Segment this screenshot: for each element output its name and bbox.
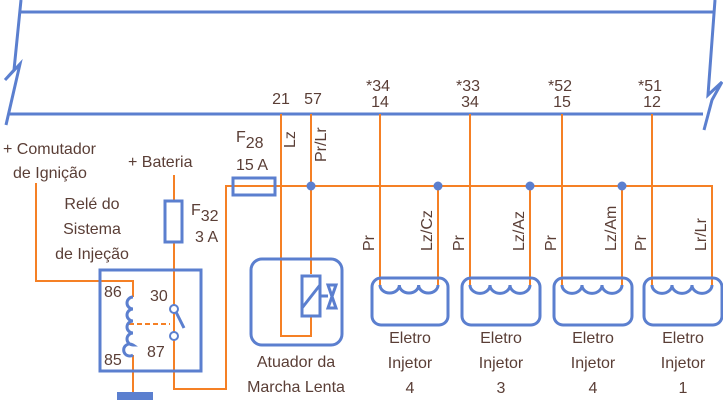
relay-pin-87: 87 bbox=[147, 344, 165, 361]
coil-icon bbox=[560, 284, 624, 295]
wire-color-label: Pr bbox=[451, 234, 468, 251]
relay-pin-30: 30 bbox=[150, 288, 168, 305]
ground-icon bbox=[117, 392, 153, 400]
relay bbox=[98, 268, 203, 373]
fuse-f32-rating: 3 A bbox=[195, 229, 218, 246]
battery-label: + Bateria bbox=[128, 154, 193, 171]
pin-alt-label: *34 bbox=[366, 78, 390, 95]
ecu-block bbox=[3, 0, 723, 131]
relay-label: de Injeção bbox=[55, 246, 129, 263]
injector-number: 4 bbox=[406, 380, 415, 397]
wire-color-label: Pr bbox=[543, 234, 560, 251]
coil-icon bbox=[468, 284, 532, 295]
relay-label: Relé do bbox=[64, 196, 119, 213]
wire-color-label: Lr/Lr bbox=[693, 217, 710, 251]
injector-body bbox=[642, 276, 723, 327]
ignition-label: + Comutador bbox=[3, 141, 97, 158]
relay-pin-85: 85 bbox=[104, 352, 122, 369]
wire-color-label: Lz/Az bbox=[511, 211, 528, 251]
injector-label: Eletro bbox=[572, 330, 614, 347]
fuse-f32 bbox=[163, 199, 184, 244]
coil-icon bbox=[650, 284, 714, 295]
relay-contact-87 bbox=[169, 331, 179, 341]
injector-body bbox=[552, 276, 634, 327]
junction-dot bbox=[433, 181, 443, 191]
relay-contact-30 bbox=[169, 304, 179, 314]
injector-number: 4 bbox=[589, 380, 598, 397]
junction-dot bbox=[306, 181, 316, 191]
fuse-f32-name: F32 bbox=[191, 202, 219, 225]
injector-body bbox=[370, 276, 450, 327]
coil-icon bbox=[378, 284, 440, 295]
pin-label: 15 bbox=[553, 94, 571, 111]
relay-pin-86: 86 bbox=[104, 284, 122, 301]
idle-actuator bbox=[249, 257, 344, 347]
pin-alt-label: *52 bbox=[548, 78, 572, 95]
pin-label: 14 bbox=[371, 94, 389, 111]
fuse-f28-name: F28 bbox=[236, 129, 264, 152]
injector-label: Eletro bbox=[389, 330, 431, 347]
injector-label: Injetor bbox=[571, 355, 616, 372]
pin-label: 57 bbox=[304, 91, 322, 108]
ignition-label: de Ignição bbox=[13, 165, 87, 182]
wire-color-label: Lz bbox=[282, 131, 299, 148]
pin-label: 12 bbox=[643, 94, 661, 111]
wire-color-label: Lz/Am bbox=[603, 206, 620, 251]
wires bbox=[35, 114, 713, 393]
relay-label: Sistema bbox=[63, 221, 121, 238]
pin-label: 34 bbox=[461, 94, 479, 111]
actuator-label: Marcha Lenta bbox=[247, 379, 345, 396]
wire-color-label: Lz/Cz bbox=[419, 210, 436, 251]
fuse-f28-rating: 15 A bbox=[236, 157, 268, 174]
wire-color-label: Pr/Lr bbox=[313, 127, 330, 162]
pin-alt-label: *51 bbox=[638, 78, 662, 95]
actuator-label: Atuador da bbox=[257, 354, 335, 371]
pin-label: 21 bbox=[272, 91, 290, 108]
injector-label: Injetor bbox=[479, 355, 524, 372]
injector-number: 3 bbox=[497, 380, 506, 397]
junction-dot bbox=[617, 181, 627, 191]
injector-number: 1 bbox=[679, 380, 688, 397]
pin-alt-label: *33 bbox=[456, 78, 480, 95]
fuse-f28 bbox=[231, 176, 277, 197]
wire-color-label: Pr bbox=[633, 234, 650, 251]
injector-label: Injetor bbox=[661, 355, 706, 372]
injector-label: Injetor bbox=[388, 355, 433, 372]
injector-body bbox=[460, 276, 542, 327]
injector-label: Eletro bbox=[662, 330, 704, 347]
junction-dot bbox=[525, 181, 535, 191]
wire-color-label: Pr bbox=[361, 234, 378, 251]
injector-label: Eletro bbox=[480, 330, 522, 347]
